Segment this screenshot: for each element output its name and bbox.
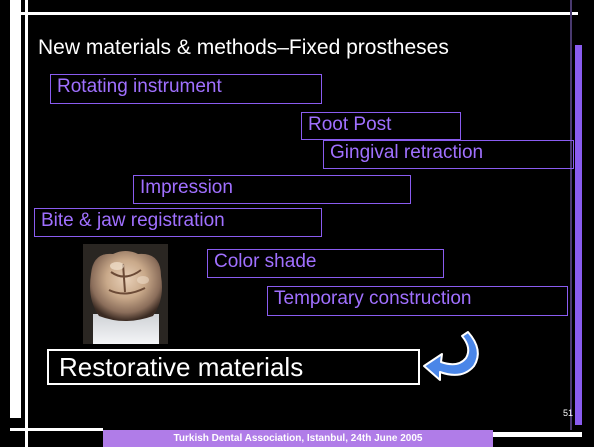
item-root-post: Root Post bbox=[301, 112, 461, 140]
item-temporary-construction: Temporary construction bbox=[267, 286, 568, 316]
item-rotating-instrument: Rotating instrument bbox=[50, 74, 322, 104]
frame-right-accent bbox=[575, 45, 582, 425]
page-number: 51 bbox=[563, 408, 573, 418]
item-color-shade: Color shade bbox=[207, 249, 444, 278]
slide-title: New materials & methods–Fixed prostheses bbox=[38, 36, 449, 60]
item-bite-jaw-registration: Bite & jaw registration bbox=[34, 208, 322, 237]
item-gingival-retraction: Gingival retraction bbox=[323, 140, 574, 169]
tooth-image bbox=[83, 244, 168, 344]
frame-bottom-right-bar bbox=[493, 432, 582, 437]
restorative-materials-box: Restorative materials bbox=[47, 349, 420, 385]
frame-right-line bbox=[570, 0, 572, 430]
frame-top-bar bbox=[10, 12, 578, 15]
footer-banner: Turkish Dental Association, Istanbul, 24… bbox=[103, 430, 493, 447]
curved-arrow-icon bbox=[418, 328, 488, 384]
frame-bottom-left-bar bbox=[10, 428, 103, 431]
frame-left-line bbox=[25, 0, 28, 447]
frame-left-bar bbox=[10, 0, 21, 418]
item-impression: Impression bbox=[133, 175, 411, 204]
